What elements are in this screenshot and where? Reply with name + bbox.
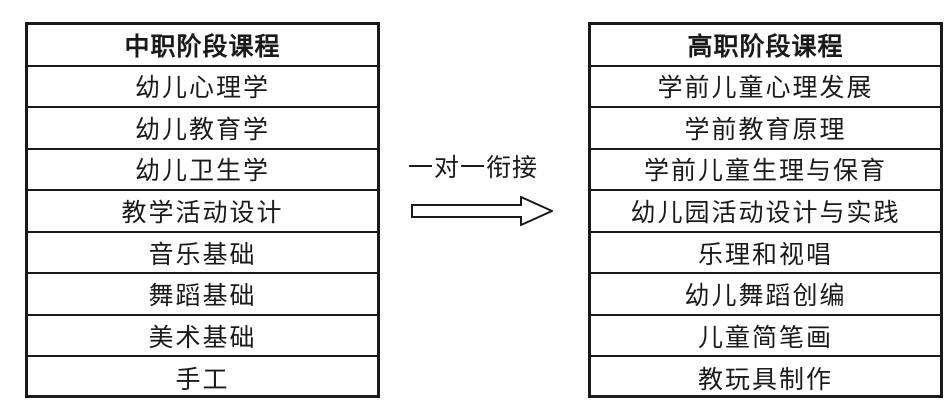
table-row: 乐理和视唱 — [591, 233, 940, 275]
table-row: 幼儿心理学 — [28, 67, 377, 109]
table-row: 幼儿舞蹈创编 — [591, 274, 940, 316]
table-row: 幼儿卫生学 — [28, 150, 377, 192]
secondary-vocational-courses-table: 中职阶段课程 幼儿心理学 幼儿教育学 幼儿卫生学 教学活动设计 音乐基础 舞蹈基… — [25, 22, 380, 398]
table-row: 教玩具制作 — [697, 365, 833, 395]
table-header: 中职阶段课程 — [28, 25, 377, 67]
table-row: 手工 — [175, 365, 230, 395]
table-row: 学前教育原理 — [591, 108, 940, 150]
table-row: 学前儿童生理与保育 — [591, 150, 940, 192]
table-row: 美术基础 — [28, 316, 377, 358]
table-row: 舞蹈基础 — [28, 274, 377, 316]
table-row: 儿童简笔画 — [591, 316, 940, 358]
table-row: 音乐基础 — [28, 233, 377, 275]
table-row: 幼儿园活动设计与实践 — [591, 191, 940, 233]
table-row: 学前儿童心理发展 — [591, 67, 940, 109]
table-row: 幼儿教育学 — [28, 108, 377, 150]
table-row: 教学活动设计 — [28, 191, 377, 233]
table-header: 高职阶段课程 — [591, 25, 940, 67]
higher-vocational-courses-table: 高职阶段课程 学前儿童心理发展 学前教育原理 学前儿童生理与保育 幼儿园活动设计… — [588, 22, 943, 398]
connector-label: 一对一衔接 — [408, 153, 539, 182]
hollow-right-arrow-icon — [411, 196, 553, 226]
